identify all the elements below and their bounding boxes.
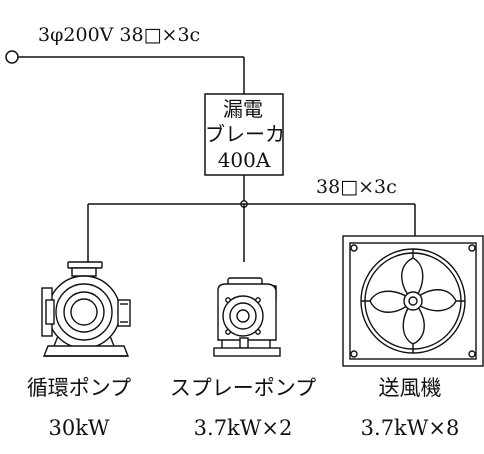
supply-label: 3φ200V 38□×3c: [38, 24, 201, 46]
breaker-box: [204, 93, 284, 176]
breaker-label-line2: ブレーカ: [205, 122, 285, 146]
load-name-spray-pump: スプレーポンプ: [169, 376, 317, 400]
load-rating-spray-pump: 3.7kW×2: [193, 416, 293, 440]
breaker-label-line1: 漏電: [223, 97, 263, 121]
blower-icon: [342, 235, 484, 367]
breaker-rating: 400A: [217, 148, 271, 172]
circulation-pump-icon: [41, 261, 131, 357]
load-rating-blower: 3.7kW×8: [360, 416, 460, 440]
branch-cable-label: 38□×3c: [316, 176, 397, 198]
load-name-blower: 送風機: [378, 376, 442, 400]
supply-terminal: [5, 50, 19, 64]
spray-pump-icon: [213, 277, 281, 357]
load-rating-circulation-pump: 30kW: [48, 416, 110, 440]
load-name-circulation-pump: 循環ポンプ: [26, 376, 132, 400]
